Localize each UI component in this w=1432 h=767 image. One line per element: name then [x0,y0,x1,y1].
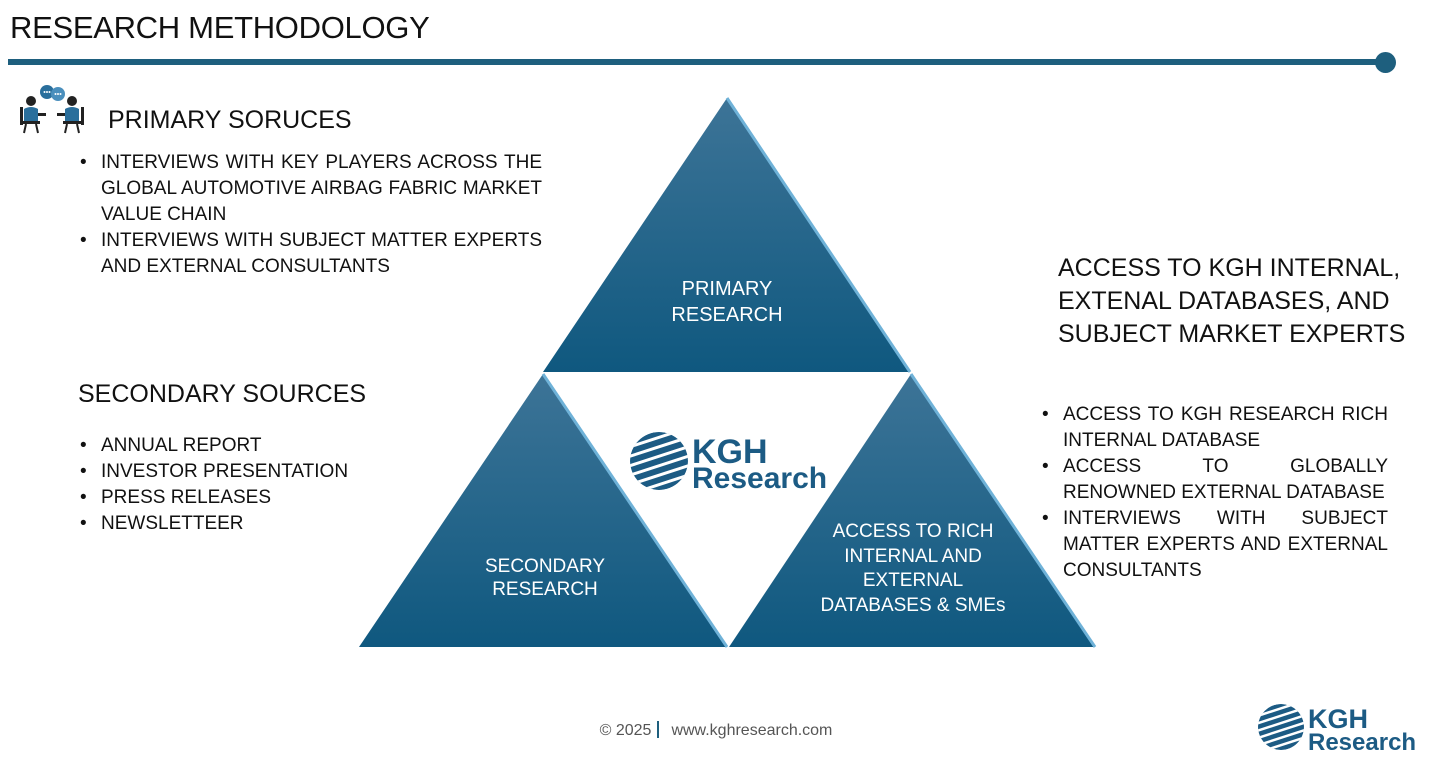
pyramid-triangle-access [729,373,1097,648]
page-title: RESEARCH METHODOLOGY [10,10,430,45]
footer: © 2025 www.kghresearch.com [0,721,1432,740]
secondary-sources-list: ANNUAL REPORT INVESTOR PRESENTATION PRES… [78,433,408,537]
access-list: ACCESS TO KGH RESEARCH RICH INTERNAL DAT… [1040,402,1388,584]
primary-sources-list: INTERVIEWS WITH KEY PLAYERS ACROSS THE G… [78,150,542,280]
secondary-source-item: INVESTOR PRESENTATION [78,459,408,485]
footer-copyright: © 2025 [599,722,652,739]
center-logo-line1: KGH [692,433,768,471]
secondary-source-item: ANNUAL REPORT [78,433,408,459]
corner-logo-line1: KGH [1308,704,1368,734]
primary-research-label: PRIMARY RESEARCH [671,278,783,326]
footer-separator [657,721,660,738]
access-item: ACCESS TO KGH RESEARCH RICH INTERNAL DAT… [1040,402,1388,454]
secondary-sources-heading: SECONDARY SOURCES [78,380,367,408]
secondary-source-item: NEWSLETTEER [78,511,408,537]
pyramid-triangle-primary [543,97,912,373]
secondary-source-item: PRESS RELEASES [78,485,408,511]
title-divider [8,59,1386,65]
primary-sources-heading: PRIMARY SORUCES [108,106,352,134]
footer-website-link[interactable]: www.kghresearch.com [671,722,833,739]
meeting-people-icon [20,85,84,134]
access-item: ACCESS TO GLOBALLY RENOWNED EXTERNAL DAT… [1040,454,1388,506]
access-databases-label: ACCESS TO RICH INTERNAL AND EXTERNAL DAT… [820,521,1006,616]
corner-logo-line2: Research [1308,729,1416,756]
secondary-research-label: SECONDARY RESEARCH [484,556,605,600]
kgh-research-center-logo: KGH Research [630,432,827,495]
primary-source-item: INTERVIEWS WITH KEY PLAYERS ACROSS THE G… [78,150,542,228]
striped-globe-icon [630,432,688,490]
title-divider-end-dot [1375,52,1396,73]
access-item: INTERVIEWS WITH SUBJECT MATTER EXPERTS A… [1040,506,1388,584]
center-logo-line2: Research [692,462,827,495]
access-heading: ACCESS TO KGH INTERNAL, EXTENAL DATABASE… [1058,254,1406,348]
pyramid-triangle-secondary [359,373,729,648]
primary-source-item: INTERVIEWS WITH SUBJECT MATTER EXPERTS A… [78,228,542,280]
